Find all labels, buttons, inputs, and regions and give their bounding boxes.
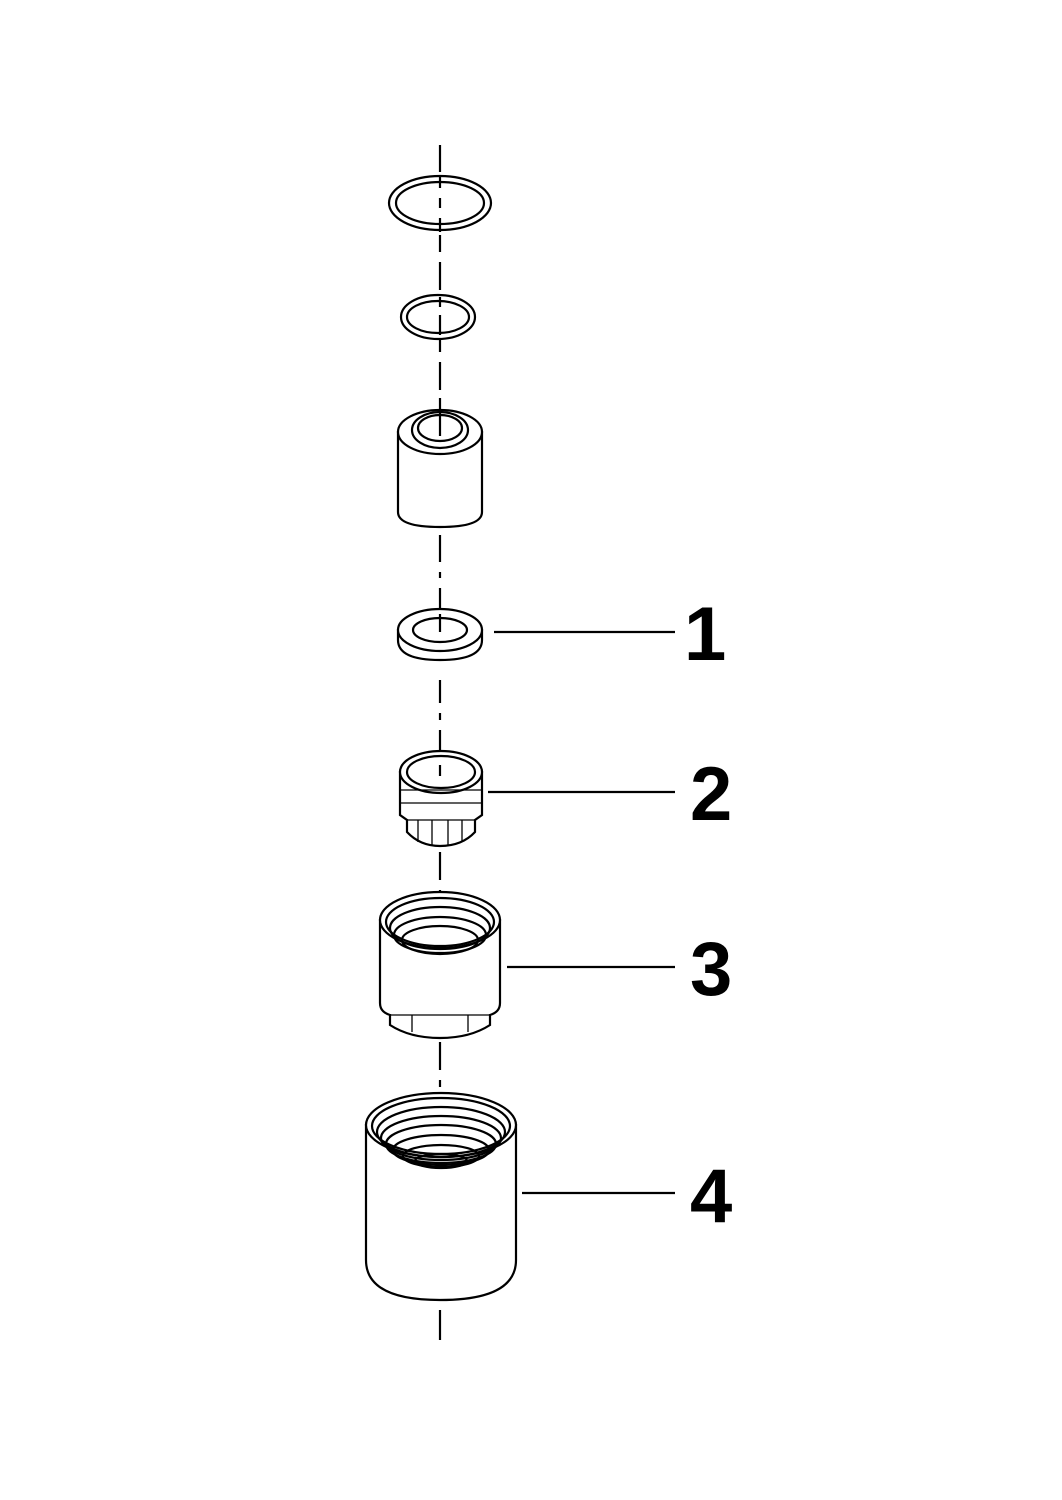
callout-label-3: 3 [690, 927, 732, 1012]
washer-part-1 [396, 607, 484, 662]
callout-label-4: 4 [690, 1154, 732, 1239]
large-o-ring [387, 174, 493, 232]
callout-label-2: 2 [690, 752, 732, 837]
aerator-housing-part-3 [378, 890, 502, 1040]
callout-label-1: 1 [684, 592, 726, 677]
outer-sleeve-part-4 [364, 1091, 518, 1302]
aerator-insert-part-2 [398, 749, 484, 848]
leader-lines [488, 630, 675, 1195]
sleeve-cylinder [396, 398, 484, 529]
small-o-ring [399, 293, 477, 341]
